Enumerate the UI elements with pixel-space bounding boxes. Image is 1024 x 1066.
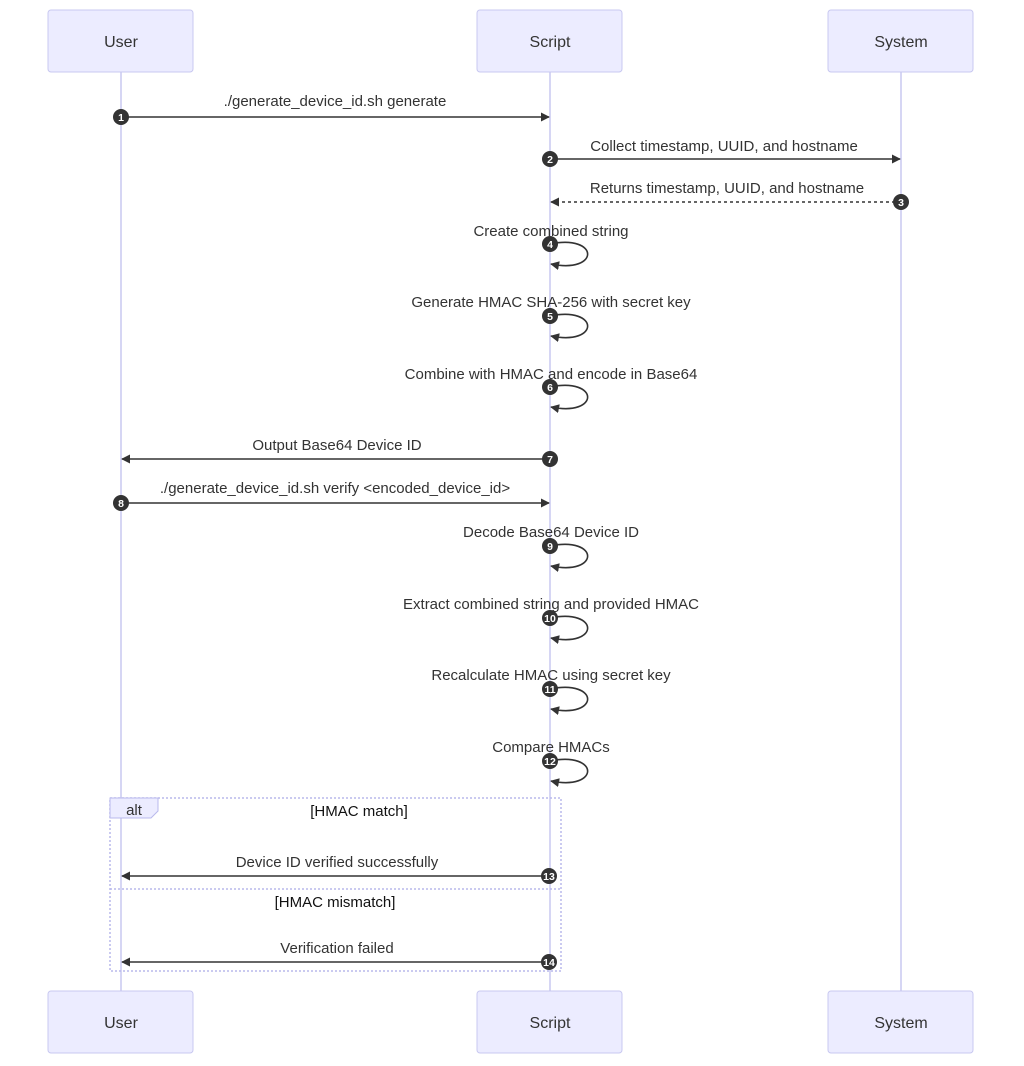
sequence-number: 9	[547, 541, 553, 553]
sequence-number: 3	[898, 197, 904, 209]
message-13: Device ID verified successfully 13	[121, 854, 557, 884]
sequence-number-badge	[893, 194, 909, 210]
sequence-number: 2	[547, 154, 553, 166]
sequence-number-badge	[542, 308, 558, 324]
message-2: Collect timestamp, UUID, and hostname 2	[542, 138, 901, 167]
message-9-arrow	[549, 543, 589, 573]
alt-condition-mismatch: [HMAC mismatch]	[275, 894, 396, 911]
message-5: Generate HMAC SHA-256 with secret key 5	[411, 294, 691, 343]
message-12-label: Compare HMACs	[492, 739, 610, 756]
sequence-number-badge	[542, 753, 558, 769]
actor-script-label: Script	[530, 1015, 571, 1032]
message-4: Create combined string 4	[473, 223, 629, 271]
sequence-number: 5	[547, 311, 553, 323]
message-6-arrow	[549, 384, 589, 414]
sequence-number-badge	[541, 868, 557, 884]
message-12: Compare HMACs 12	[492, 739, 610, 788]
actor-script-top: Script	[476, 9, 623, 73]
message-9: Decode Base64 Device ID 9	[463, 524, 639, 573]
sequence-number-badge	[542, 610, 558, 626]
alt-block: alt [HMAC match] [HMAC mismatch]	[109, 797, 562, 972]
alt-label: alt	[126, 802, 143, 819]
message-6-label: Combine with HMAC and encode in Base64	[405, 366, 698, 383]
sequence-number: 1	[118, 112, 124, 124]
message-5-label: Generate HMAC SHA-256 with secret key	[411, 294, 691, 311]
alt-frame	[109, 797, 562, 972]
message-8: ./generate_device_id.sh verify <encoded_…	[113, 480, 550, 511]
sequence-number-badge	[542, 538, 558, 554]
message-12-arrow	[549, 758, 589, 788]
message-7: Output Base64 Device ID 7	[121, 437, 558, 467]
actor-system-top: System	[827, 9, 974, 73]
message-9-label: Decode Base64 Device ID	[463, 524, 639, 541]
actor-system-label: System	[874, 34, 927, 51]
actor-user-top: User	[47, 9, 194, 73]
sequence-number-badge	[542, 151, 558, 167]
message-11-label: Recalculate HMAC using secret key	[431, 667, 671, 684]
message-7-label: Output Base64 Device ID	[252, 437, 421, 454]
sequence-number: 7	[547, 454, 553, 466]
sequence-number: 12	[544, 756, 556, 768]
sequence-number-badge	[542, 451, 558, 467]
message-10: Extract combined string and provided HMA…	[403, 596, 699, 645]
message-1: ./generate_device_id.sh generate 1	[113, 93, 550, 125]
actor-user-bottom: User	[47, 990, 194, 1054]
message-6: Combine with HMAC and encode in Base64 6	[405, 366, 698, 414]
message-4-label: Create combined string	[473, 223, 628, 240]
actor-system-bottom: System	[827, 990, 974, 1054]
sequence-number-badge	[113, 495, 129, 511]
message-11-arrow	[549, 686, 589, 716]
message-2-label: Collect timestamp, UUID, and hostname	[590, 138, 858, 155]
message-1-label: ./generate_device_id.sh generate	[224, 93, 447, 110]
sequence-number: 6	[547, 382, 553, 394]
sequence-number: 14	[543, 957, 555, 969]
message-3-label: Returns timestamp, UUID, and hostname	[590, 180, 864, 197]
actor-script-bottom: Script	[476, 990, 623, 1054]
sequence-number-badge	[541, 954, 557, 970]
message-3: Returns timestamp, UUID, and hostname 3	[550, 180, 909, 210]
sequence-number-badge	[113, 109, 129, 125]
sequence-number: 11	[544, 684, 555, 696]
actor-script-label: Script	[530, 34, 571, 51]
message-4-arrow	[549, 241, 589, 271]
message-14: Verification failed 14	[121, 940, 557, 970]
sequence-number-badge	[542, 379, 558, 395]
actor-user-label: User	[104, 34, 138, 51]
alt-condition-match: [HMAC match]	[310, 803, 408, 820]
sequence-number: 4	[547, 239, 553, 251]
message-5-arrow	[549, 313, 589, 343]
sequence-number: 10	[544, 613, 556, 625]
message-8-label: ./generate_device_id.sh verify <encoded_…	[160, 480, 510, 497]
sequence-number-badge	[542, 236, 558, 252]
sequence-number: 8	[118, 498, 124, 510]
message-10-label: Extract combined string and provided HMA…	[403, 596, 699, 613]
message-11: Recalculate HMAC using secret key 11	[431, 667, 671, 716]
alt-tab	[109, 797, 159, 819]
sequence-number: 13	[543, 871, 555, 883]
actor-system-label: System	[874, 1015, 927, 1032]
actor-user-label: User	[104, 1015, 138, 1032]
message-13-label: Device ID verified successfully	[236, 854, 439, 871]
message-10-arrow	[549, 615, 589, 645]
message-14-label: Verification failed	[280, 940, 393, 957]
sequence-number-badge	[542, 681, 558, 697]
